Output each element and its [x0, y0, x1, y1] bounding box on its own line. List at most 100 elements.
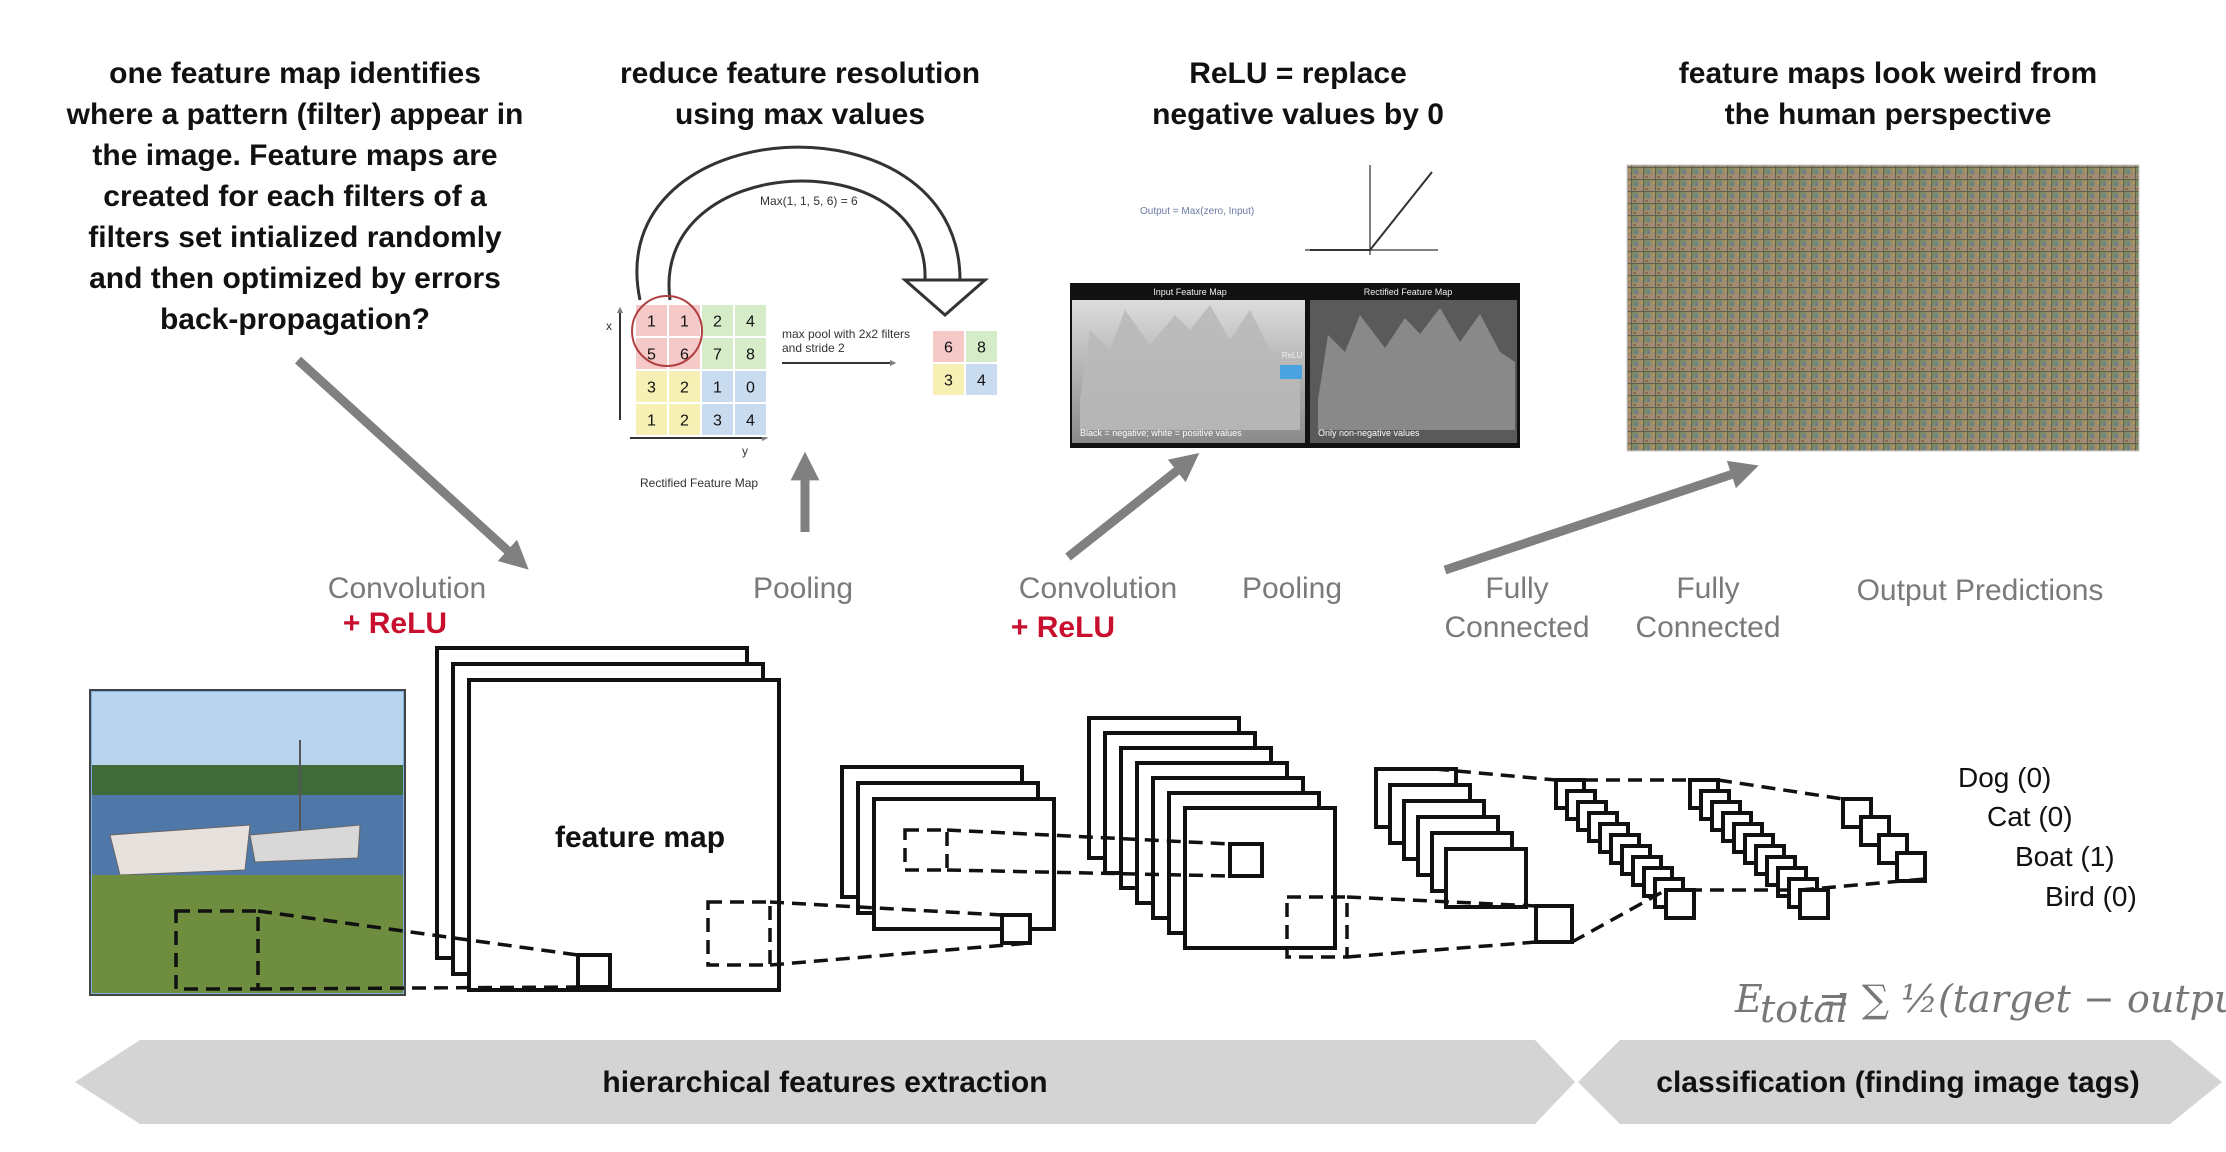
pool1-neuron — [1000, 913, 1032, 945]
feature-map-label: feature map — [555, 821, 725, 854]
conv1-neuron — [576, 953, 612, 989]
note-line: where a pattern (filter) appear in — [66, 98, 524, 131]
weird-maps-note: feature maps look weird from the human p… — [1679, 57, 2097, 131]
arrow-to-conv1 — [294, 356, 529, 570]
receptive-field — [174, 909, 260, 991]
pool-cell-value: 4 — [746, 314, 755, 331]
label-fc2-line1: Fully — [1676, 572, 1739, 605]
pool-cell-value: 3 — [647, 380, 656, 397]
fc1-node — [1664, 888, 1696, 920]
note-line: negative values by 0 — [1152, 98, 1444, 131]
note-line: the human perspective — [1725, 98, 2052, 131]
pool-desc-line: max pool with 2x2 filters — [782, 327, 910, 341]
pool-cell — [667, 402, 702, 437]
band-left-label: hierarchical features extraction — [602, 1066, 1047, 1099]
loss-formula: E total = ∑ ½(target − output)² — [1734, 977, 2226, 1031]
pool-arrow-head — [901, 278, 989, 317]
note-line: reduce feature resolution — [620, 57, 980, 90]
pool-desc-line: and stride 2 — [782, 341, 845, 355]
pool-out-value: 3 — [944, 373, 953, 390]
pool-cell — [634, 402, 669, 437]
pool-cell-value: 1 — [680, 314, 689, 331]
input-map-caption: Black = negative; white = positive value… — [1080, 428, 1242, 438]
max-pool-panel: Max(1, 1, 5, 6) = 6 x y 1 1 2 4 5 6 7 8 3 2 1 0 1 2 3 4… — [606, 145, 999, 490]
axis-y-label: y — [742, 444, 748, 458]
class-label: Dog (0) — [1958, 762, 2051, 793]
pool2-map — [1444, 847, 1528, 909]
pool-cell-value: 1 — [647, 314, 656, 331]
note-line: and then optimized by errors — [89, 262, 501, 295]
pool-cell-value: 5 — [647, 347, 656, 364]
label-conv2: Convolution — [1019, 572, 1177, 605]
pool-out-cell — [931, 362, 966, 397]
note-line: one feature map identifies — [109, 57, 481, 90]
pool-out-value: 6 — [944, 340, 953, 357]
max-label: Max(1, 1, 5, 6) = 6 — [760, 194, 858, 208]
pool-window-circle — [631, 295, 703, 367]
input-map-title: Input Feature Map — [1153, 287, 1227, 297]
note-line: using max values — [675, 98, 925, 131]
pool-out-value: 4 — [977, 373, 986, 390]
relu-blue-arrow — [1280, 365, 1302, 379]
output-map-title: Rectified Feature Map — [1364, 287, 1453, 297]
note-line: back-propagation? — [160, 303, 430, 336]
label-pool2: Pooling — [1242, 572, 1342, 605]
pool-cell-value: 0 — [746, 380, 755, 397]
class-label: Bird (0) — [2045, 881, 2137, 912]
pool2-neuron — [1534, 904, 1574, 944]
pool-cell — [700, 402, 735, 437]
fc2-node — [1798, 888, 1830, 920]
band-right-label: classification (finding image tags) — [1656, 1066, 2139, 1099]
pool1-map — [872, 797, 1056, 931]
pool-out-cell — [964, 362, 999, 397]
label-relu2: + ReLU — [1011, 611, 1115, 644]
output-node — [1877, 833, 1909, 865]
pool-input-grid: 1 1 2 4 5 6 7 8 3 2 1 0 1 2 3 4 — [634, 303, 768, 437]
pool-cell-value: 3 — [713, 413, 722, 430]
band-classification — [1578, 1040, 2222, 1124]
conv2-window — [903, 828, 949, 872]
note-line: created for each filters of a — [103, 180, 487, 213]
pool-cell-value: 2 — [680, 380, 689, 397]
loss-subscript: total — [1760, 987, 1848, 1031]
pool-cell-value: 2 — [713, 314, 722, 331]
annotation-arrows — [294, 356, 1759, 575]
label-conv1: Convolution — [328, 572, 486, 605]
pool-cell-value: 8 — [746, 347, 755, 364]
input-photo — [89, 689, 406, 996]
conv1-feature-map — [467, 678, 781, 992]
pool-caption: Rectified Feature Map — [640, 476, 758, 490]
pool-cell-value: 1 — [647, 413, 656, 430]
band-feature-extraction — [75, 1040, 1575, 1124]
note-line: the image. Feature maps are — [92, 139, 497, 172]
label-fc1-line1: Fully — [1485, 572, 1548, 605]
axis-x-label: x — [606, 319, 612, 333]
pool-cell-value: 6 — [680, 347, 689, 364]
note-line: filters set intialized randomly — [88, 221, 502, 254]
relu-formula: Output = Max(zero, Input) — [1140, 206, 1254, 217]
feature-maps-mosaic — [1626, 164, 2140, 452]
pool-cell-value: 4 — [746, 413, 755, 430]
class-labels: Dog (0) Cat (0) Boat (1) Bird (0) — [1958, 762, 2137, 912]
relu-curve — [1310, 171, 1433, 251]
pool-cell-value: 1 — [713, 380, 722, 397]
label-pool1: Pooling — [753, 572, 853, 605]
loss-lhs: E — [1734, 977, 1763, 1021]
relu-tag: ReLU — [1282, 351, 1303, 360]
relu-panel: Output = Max(zero, Input) Input Feature … — [1070, 165, 1520, 448]
layer-labels: Convolution + ReLU Pooling Convolution +… — [328, 572, 2104, 644]
output-map-caption: Only non-negative values — [1318, 428, 1420, 438]
pool-cell-value: 7 — [713, 347, 722, 364]
pool-curved-arrow — [635, 145, 962, 301]
note-line: ReLU = replace — [1189, 57, 1407, 90]
output-node — [1895, 851, 1927, 883]
pool-cell-value: 2 — [680, 413, 689, 430]
label-output: Output Predictions — [1857, 574, 2104, 607]
conv2-neuron — [1228, 842, 1264, 878]
loss-rhs: = ∑ ½(target − output)² — [1818, 977, 2226, 1021]
label-relu1: + ReLU — [343, 607, 447, 640]
pool1-window — [706, 900, 772, 967]
